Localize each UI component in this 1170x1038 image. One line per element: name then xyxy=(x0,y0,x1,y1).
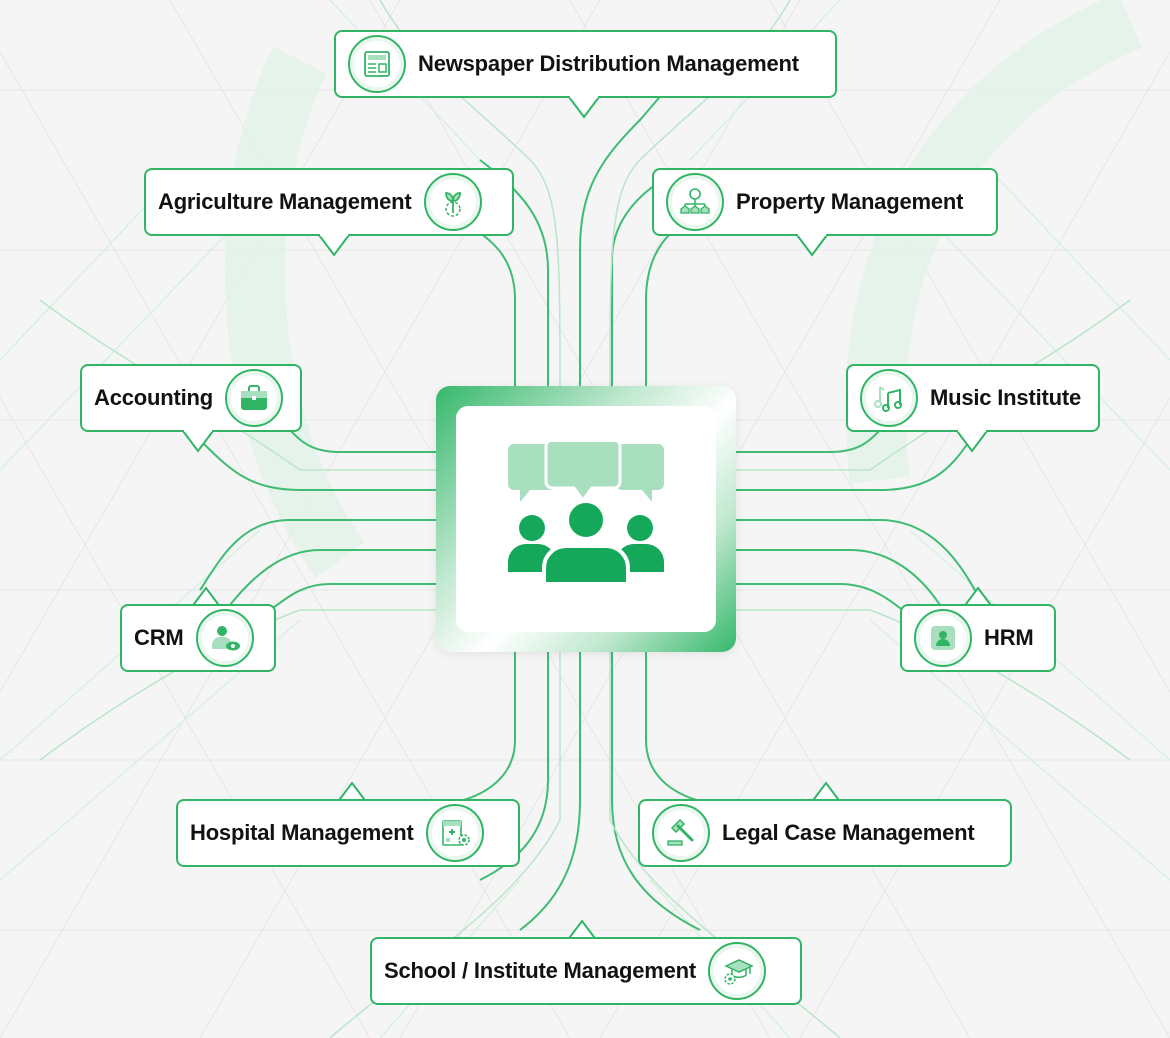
node-hospital-management[interactable]: Hospital Management xyxy=(176,799,520,867)
id-badge-icon xyxy=(914,609,972,667)
briefcase-icon xyxy=(225,369,283,427)
node-label: Music Institute xyxy=(930,385,1082,410)
node-agriculture-management[interactable]: Agriculture Management xyxy=(144,168,514,236)
node-label: Agriculture Management xyxy=(158,189,412,214)
node-hrm[interactable]: HRM xyxy=(900,604,1056,672)
gavel-icon xyxy=(652,804,710,862)
node-newspaper-distribution[interactable]: Newspaper Distribution Management xyxy=(334,30,837,98)
node-accounting[interactable]: Accounting xyxy=(80,364,302,432)
music-notes-icon xyxy=(860,369,918,427)
node-crm[interactable]: CRM xyxy=(120,604,276,672)
node-music-institute[interactable]: Music Institute xyxy=(846,364,1100,432)
node-label: Accounting xyxy=(94,385,213,410)
node-label: CRM xyxy=(134,625,184,650)
node-label: Newspaper Distribution Management xyxy=(418,51,799,76)
central-hub-card xyxy=(456,406,716,632)
node-label: Property Management xyxy=(736,189,964,214)
newspaper-icon xyxy=(348,35,406,93)
plant-gear-icon xyxy=(423,173,482,231)
node-label: Hospital Management xyxy=(190,820,414,845)
node-label: School / Institute Management xyxy=(384,958,697,983)
node-school-institute-management[interactable]: School / Institute Management xyxy=(370,937,802,1005)
node-legal-case-management[interactable]: Legal Case Management xyxy=(638,799,1012,867)
hospital-gear-icon xyxy=(425,804,484,862)
node-label: Legal Case Management xyxy=(722,820,975,845)
node-property-management[interactable]: Property Management xyxy=(652,168,998,236)
graduation-gear-icon xyxy=(708,942,767,1000)
group-chat-icon xyxy=(506,438,666,597)
node-label: HRM xyxy=(984,625,1034,650)
central-hub xyxy=(436,386,736,652)
property-network-icon xyxy=(666,173,724,231)
user-eye-icon xyxy=(195,609,254,667)
